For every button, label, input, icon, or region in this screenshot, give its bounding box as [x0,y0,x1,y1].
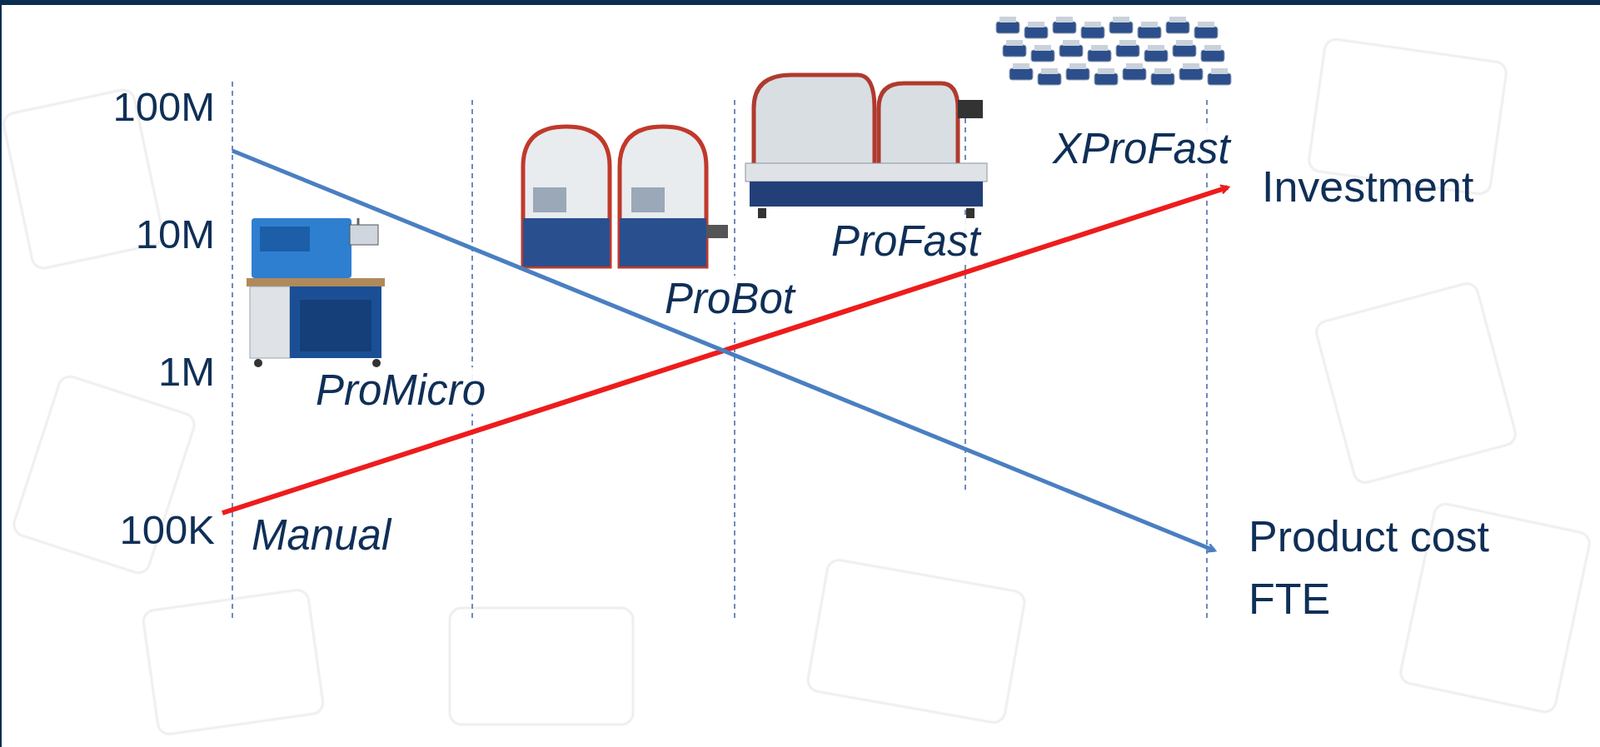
mini-machine-hood [1006,39,1023,46]
mini-machine-hood [1062,39,1080,46]
xprofast-machine-array [996,16,1232,85]
mini-machine [996,21,1020,34]
trend-label: FTE [1245,575,1334,624]
trend-label: Product cost [1245,513,1493,561]
mini-machine-hood [1211,68,1228,75]
mini-machine [1009,68,1033,80]
axis-label: 1M [154,349,219,395]
mini-machine-hood [1041,68,1058,75]
mini-machine-hood [1147,44,1165,51]
trend-label: Investment [1258,163,1477,211]
mini-machine [1122,68,1147,80]
mini-machine-hood [1091,44,1108,51]
mini-machine [1066,68,1090,80]
mini-machine [1194,26,1218,39]
mini-machine-hood [1084,21,1102,28]
axis-label: 10M [132,212,219,258]
mini-machine [1179,68,1203,80]
mini-machine-hood [1176,39,1193,46]
mini-machine-hood [1119,39,1137,46]
mini-machine [1166,21,1190,34]
product-cost-arrow [232,150,1215,551]
mini-machine [1081,26,1105,39]
mini-machine-hood [1012,63,1030,70]
mini-machine [1207,73,1232,85]
mini-machine [1151,73,1175,85]
mini-machine-hood [1027,21,1045,28]
mini-machine-hood [1182,63,1200,70]
mini-machine [1109,21,1133,34]
mini-machine [1087,49,1112,62]
mini-machine-hood [1154,68,1172,75]
axis-label: 100K [116,508,219,554]
background-relays [1,37,1592,736]
mini-machine-hood [1169,16,1187,23]
mini-machine [1094,73,1118,85]
mini-machine-hood [1097,68,1115,75]
stage-label: XProFast [1049,125,1234,173]
probot-machine [523,126,728,267]
mini-machine-hood [1056,16,1073,23]
mini-machine-hood [1197,21,1215,28]
mini-machine [1116,44,1140,57]
mini-machine [1052,21,1077,34]
mini-machine-hood [1141,21,1158,28]
axis-label: 100M [109,84,219,130]
profast-machine [745,74,987,219]
mini-machine [1002,44,1027,57]
mini-machine [1059,44,1083,57]
mini-machine [1172,44,1197,57]
stage-label: ProFast [827,218,984,265]
mini-machine [1037,73,1062,85]
mini-machine [1201,49,1225,62]
stage-label: ProBot [661,275,798,323]
mini-machine-hood [1034,44,1052,51]
mini-machine-hood [1069,63,1087,70]
stage-label: ProMicro [312,367,489,414]
mini-machine [1144,49,1168,62]
mini-machine [1137,26,1162,39]
mini-machine-hood [1126,63,1143,70]
stage-label: Manual [248,512,394,559]
mini-machine [1024,26,1048,39]
mini-machine [1031,49,1055,62]
mini-machine-hood [1112,16,1130,23]
mini-machine-hood [999,16,1017,23]
mini-machine-hood [1204,44,1222,51]
promicro-machine [246,218,385,368]
